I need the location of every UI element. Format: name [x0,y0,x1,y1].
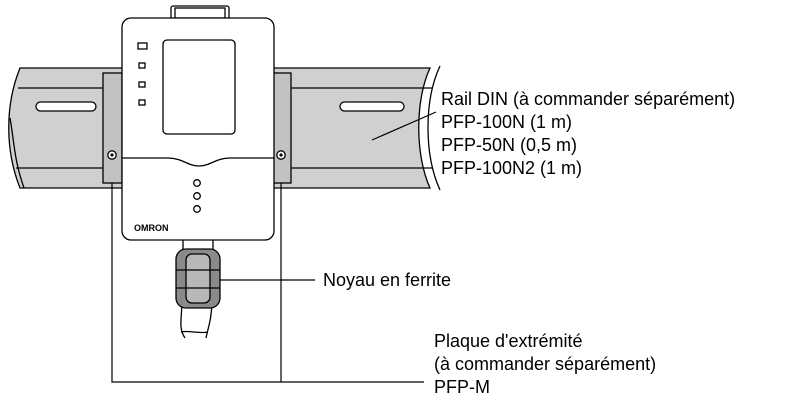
controller-unit: OMRON [121,5,275,241]
rail-slot-left [35,101,97,112]
rail-title: Rail DIN (à commander séparément) [441,89,736,109]
display-window [162,39,236,135]
end-plate-line: Plaque d'extrémité [434,331,583,351]
status-led-main [137,42,148,50]
ferrite-core [175,248,221,309]
rail-callout: Rail DIN (à commander séparément) PFP-10… [441,88,735,180]
indicator-1 [193,179,201,187]
status-led-1 [138,62,146,69]
end-plate-line: PFP-M [434,377,490,397]
brand-logo: OMRON [134,223,169,233]
leader-rail [371,111,437,141]
end-plate-right [272,72,292,184]
ferrite-callout: Noyau en ferrite [323,269,451,292]
end-plate-callout: Plaque d'extrémité (à commander séparéme… [434,330,656,399]
end-plate-frame [111,183,424,383]
indicator-3 [193,205,201,213]
cover-edge [122,157,274,167]
rail-item: PFP-100N2 (1 m) [441,158,583,178]
rail-item: PFP-50N (0,5 m) [441,135,578,155]
ferrite-label: Noyau en ferrite [323,270,452,290]
status-led-2 [138,81,146,88]
end-plate-line: (à commander séparément) [434,354,657,374]
end-plate-left [102,72,123,184]
indicator-2 [193,192,201,200]
rail-item: PFP-100N (1 m) [441,112,573,132]
rail-slot-right [339,101,405,112]
status-led-3 [138,99,146,106]
